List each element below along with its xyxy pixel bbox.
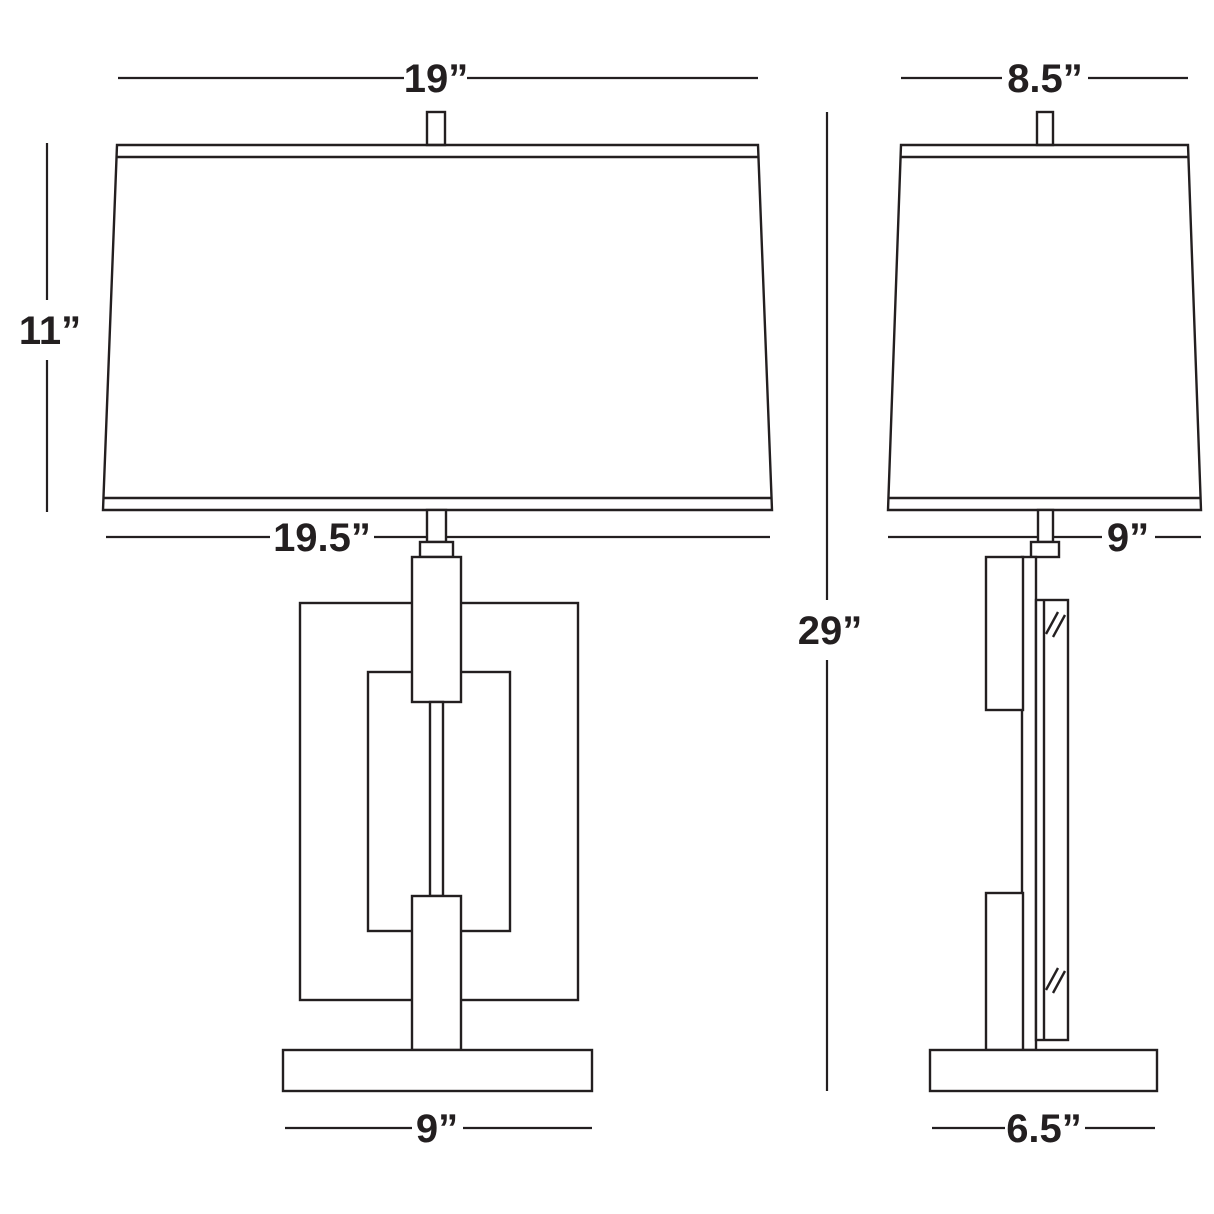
dim-label-front-base-width: 9”: [416, 1107, 458, 1151]
dim-label-front-shade-top-width: 19”: [404, 57, 469, 101]
dim-side-shade-bottom-width: 9”: [888, 516, 1201, 560]
front-view: 19” 11” 19.5”: [19, 57, 774, 1151]
glass-hatch-bottom-icon: [1044, 967, 1067, 994]
hatch-line: [1044, 967, 1060, 991]
front-neck: [425, 508, 448, 544]
front-base: [281, 1048, 594, 1093]
dim-front-base-width: 9”: [285, 1107, 592, 1151]
side-view: 29” 8.5” 9”: [798, 57, 1203, 1151]
dim-label-front-shade-bottom-width: 19.5”: [273, 516, 371, 560]
dim-side-shade-top-width: 8.5”: [901, 57, 1188, 101]
front-lower-block: [410, 894, 463, 1052]
dim-side-base-width: 6.5”: [932, 1107, 1155, 1151]
side-glass-panel: [1034, 598, 1070, 1042]
glass-hatch-top-icon: [1044, 611, 1067, 638]
dim-front-shade-bottom-width: 19.5”: [106, 516, 770, 560]
side-lower-block: [984, 891, 1025, 1052]
hatch-line: [1051, 970, 1067, 994]
side-collar: [1029, 540, 1061, 559]
side-lampshade: [886, 143, 1203, 512]
front-lampshade: [101, 143, 774, 512]
side-upper-block: [984, 555, 1025, 712]
side-finial: [1035, 110, 1055, 147]
hatch-line: [1044, 611, 1060, 635]
dim-label-side-shade-top-width: 8.5”: [1007, 57, 1083, 101]
front-upper-block: [410, 555, 463, 704]
dim-label-front-shade-height: 11”: [19, 309, 81, 353]
dim-label-overall-height: 29”: [798, 609, 863, 653]
side-base: [928, 1048, 1159, 1093]
front-collar: [418, 540, 455, 559]
dim-label-side-shade-bottom-width: 9”: [1107, 516, 1149, 560]
dim-front-shade-height: 11”: [19, 143, 81, 512]
side-neck: [1036, 508, 1055, 544]
dim-label-side-base-width: 6.5”: [1006, 1107, 1082, 1151]
hatch-line: [1051, 614, 1067, 638]
front-center-rod: [428, 700, 445, 898]
dim-front-shade-top-width: 19”: [118, 57, 758, 101]
dim-overall-height: 29”: [798, 112, 863, 1091]
front-finial: [425, 110, 447, 147]
